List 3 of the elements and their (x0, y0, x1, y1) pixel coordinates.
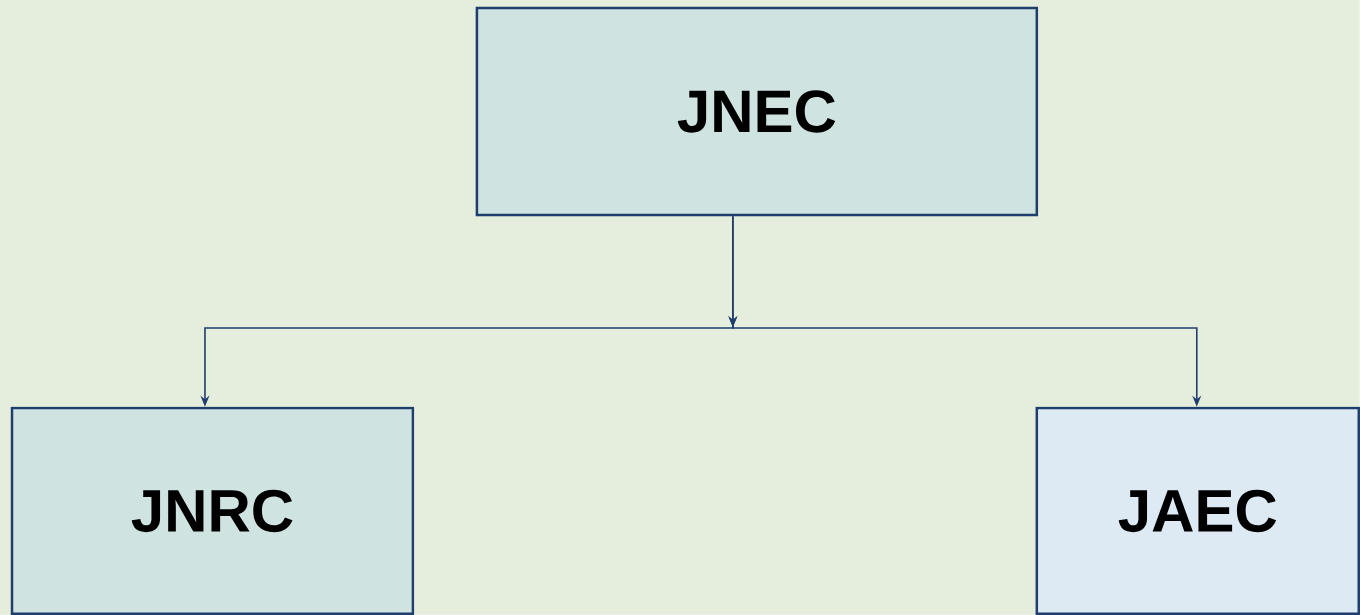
org-box: JNEC (475, 6, 1039, 217)
org-box: JNRC (10, 406, 415, 615)
org-box: JAEC (1035, 406, 1360, 615)
